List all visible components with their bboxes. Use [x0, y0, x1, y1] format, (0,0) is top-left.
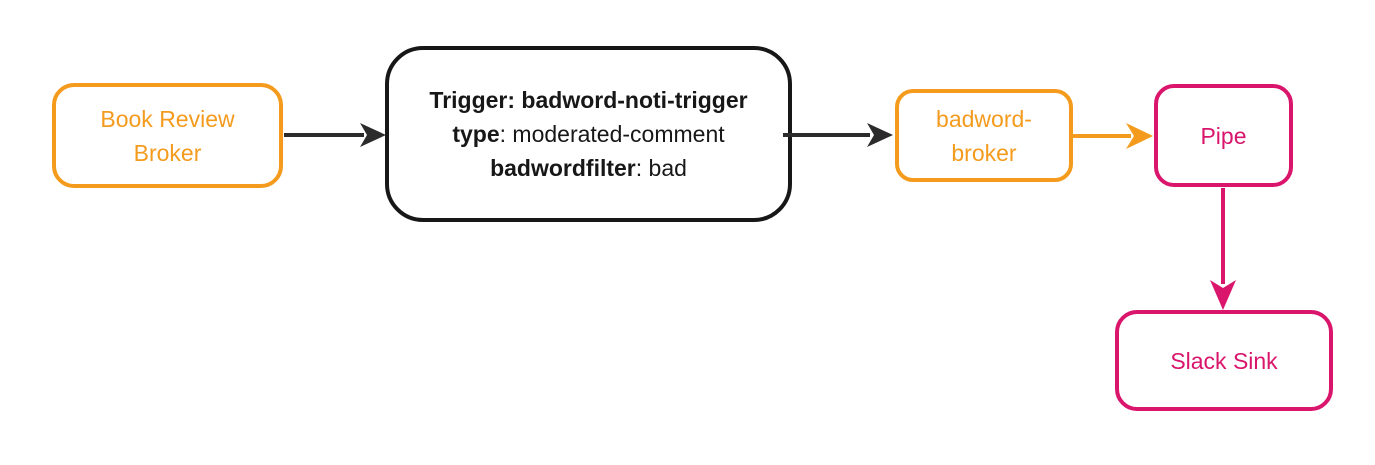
arrow-book-to-trigger: [284, 123, 386, 147]
node-label-line: Book Review: [100, 105, 235, 132]
node-label-line: broker: [951, 139, 1017, 166]
trigger-line: Trigger: badword-noti-trigger: [429, 87, 748, 113]
node-trigger: Trigger: badword-noti-trigger type: mode…: [385, 46, 792, 222]
arrow-pipe-to-slack-sink: [1210, 188, 1236, 310]
node-book-review-broker: Book Review Broker: [52, 83, 283, 188]
node-pipe: Pipe: [1154, 84, 1293, 187]
node-label: Slack Sink: [1170, 347, 1278, 374]
node-badword-broker: badword- broker: [895, 89, 1073, 182]
arrow-badword-broker-to-pipe: [1073, 123, 1153, 149]
node-label: Pipe: [1200, 122, 1247, 149]
arrow-trigger-to-badword-broker: [783, 123, 893, 147]
trigger-line: badwordfilter: bad: [490, 155, 687, 181]
node-label-line: badword-: [936, 105, 1032, 132]
trigger-line: type: moderated-comment: [452, 121, 725, 147]
node-label-line: Broker: [133, 139, 202, 166]
node-slack-sink: Slack Sink: [1115, 310, 1333, 411]
